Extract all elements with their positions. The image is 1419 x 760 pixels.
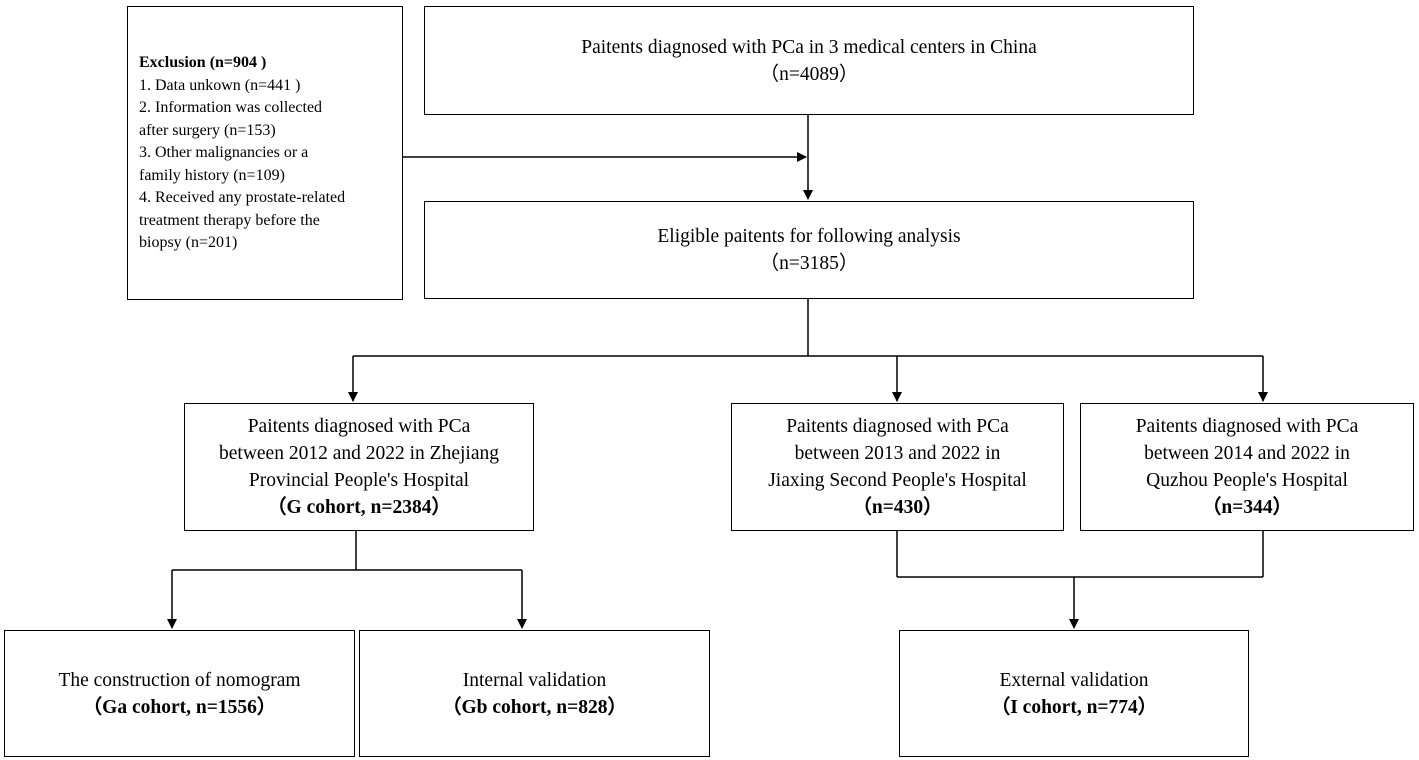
exclusion-line: after surgery (n=153) — [139, 121, 276, 139]
nomogram-construction-box: The construction of nomogram （Ga cohort,… — [4, 630, 355, 757]
exclusion-line: treatment therapy before the — [139, 211, 320, 229]
quzhou-count: （n=344） — [1201, 497, 1293, 518]
jiaxing-label-line: Paitents diagnosed with PCa — [786, 416, 1009, 437]
quzhou-label-line: between 2014 and 2022 in — [1144, 443, 1350, 464]
diagnosed-label: Paitents diagnosed with PCa in 3 medical… — [581, 36, 1037, 58]
ga-label: The construction of nomogram — [58, 669, 301, 691]
exclusion-line: 3. Other malignancies or a — [139, 144, 309, 161]
jiaxing-label-line: between 2013 and 2022 in — [794, 443, 1001, 464]
zhejiang-count: （G cohort, n=2384） — [267, 497, 451, 518]
jiaxing-count: （n=430） — [852, 497, 943, 518]
quzhou-label-line: Quzhou People's Hospital — [1146, 470, 1348, 491]
exclusion-line: 2. Information was collected — [139, 99, 323, 116]
zhejiang-cohort-box: Paitents diagnosed with PCa between 2012… — [184, 403, 534, 531]
diagnosed-count: （n=4089） — [759, 63, 859, 85]
external-validation-box: External validation （I cohort, n=774） — [899, 630, 1249, 757]
exclusion-line: biopsy (n=201) — [139, 234, 238, 251]
quzhou-label-line: Paitents diagnosed with PCa — [1135, 416, 1359, 437]
internal-validation-box: Internal validation （Gb cohort, n=828） — [359, 630, 710, 757]
gb-label: Internal validation — [462, 669, 607, 691]
eligible-label: Eligible paitents for following analysis — [657, 226, 961, 247]
exclusion-box: Exclusion (n=904 ) 1. Data unkown (n=441… — [127, 6, 403, 300]
jiaxing-label-line: Jiaxing Second People's Hospital — [768, 470, 1027, 491]
zhejiang-label-line: Paitents diagnosed with PCa — [247, 416, 471, 437]
exclusion-title: Exclusion (n=904 ) — [139, 54, 267, 71]
external-label: External validation — [999, 669, 1149, 691]
zhejiang-label-line: between 2012 and 2022 in Zhejiang — [219, 443, 499, 464]
external-count: （I cohort, n=774） — [990, 696, 1158, 718]
zhejiang-label-line: Provincial People's Hospital — [248, 470, 470, 491]
quzhou-cohort-box: Paitents diagnosed with PCa between 2014… — [1080, 403, 1414, 531]
exclusion-line: family history (n=109) — [139, 166, 285, 184]
jiaxing-cohort-box: Paitents diagnosed with PCa between 2013… — [731, 403, 1064, 531]
ga-count: （Ga cohort, n=1556） — [82, 696, 277, 718]
eligible-count: （n=3185） — [759, 253, 859, 274]
exclusion-line: 1. Data unkown (n=441 ) — [139, 76, 301, 94]
gb-count: （Gb cohort, n=828） — [442, 696, 627, 718]
diagnosed-box: Paitents diagnosed with PCa in 3 medical… — [424, 6, 1194, 115]
exclusion-line: 4. Received any prostate-related — [139, 189, 346, 206]
eligible-box: Eligible paitents for following analysis… — [424, 201, 1194, 299]
